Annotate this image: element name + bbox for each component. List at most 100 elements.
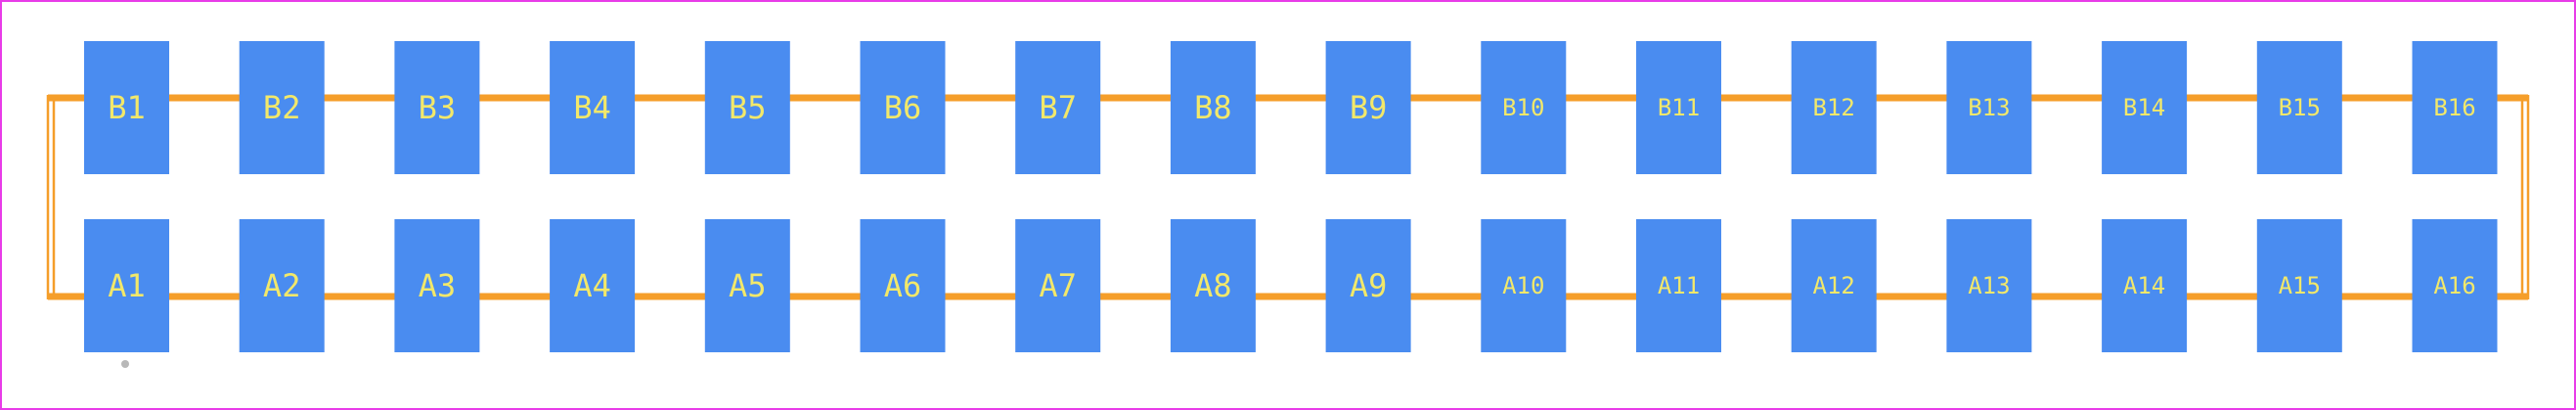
pad-b1: B1	[84, 41, 169, 174]
pad-shape	[394, 41, 480, 174]
pad-a4: A4	[550, 219, 636, 352]
pad-label: B16	[2433, 94, 2475, 121]
pad-label: B7	[1039, 89, 1077, 126]
pad-b15: B15	[2256, 41, 2342, 174]
pad-shape	[1481, 41, 1567, 174]
pad-shape	[1791, 219, 1877, 352]
pad-shape	[860, 41, 946, 174]
pad-a1: A1	[84, 219, 169, 352]
pad-shape	[550, 219, 636, 352]
pad-b3: B3	[394, 41, 480, 174]
pad-label: A5	[729, 267, 767, 304]
pad-a10: A10	[1481, 219, 1567, 352]
pad-b2: B2	[239, 41, 325, 174]
pad-label: A2	[263, 267, 301, 304]
pad-label: B1	[108, 89, 146, 126]
pad-a9: A9	[1325, 219, 1411, 352]
pad-label: A3	[419, 267, 457, 304]
pad-b14: B14	[2102, 41, 2188, 174]
pad-label: B14	[2123, 94, 2165, 121]
pad-shape	[1170, 219, 1256, 352]
pad-a16: A16	[2412, 219, 2498, 352]
pad-a13: A13	[1946, 219, 2032, 352]
pad-label: A15	[2279, 272, 2321, 299]
pad-a12: A12	[1791, 219, 1877, 352]
pad-a5: A5	[704, 219, 790, 352]
pad-a11: A11	[1636, 219, 1721, 352]
pad-b9: B9	[1325, 41, 1411, 174]
pad-shape	[704, 219, 790, 352]
pad-b16: B16	[2412, 41, 2498, 174]
pad-label: B6	[884, 89, 922, 126]
pad-shape	[84, 219, 169, 352]
pad-shape	[2412, 41, 2498, 174]
pad-b7: B7	[1015, 41, 1101, 174]
pad-label: A11	[1658, 272, 1700, 299]
pad-label: A9	[1350, 267, 1388, 304]
pad-shape	[2256, 219, 2342, 352]
pad-a6: A6	[860, 219, 946, 352]
pad-label: B10	[1502, 94, 1544, 121]
pad-label: A12	[1813, 272, 1855, 299]
pad-a8: A8	[1170, 219, 1256, 352]
pad-group: B1 B2 B3 B4 B5 B6 B7 B8 B9 B10 B11 B12 B13 B14 B15 B16A…	[84, 41, 2498, 352]
pad-a15: A15	[2256, 219, 2342, 352]
pad-shape	[1015, 41, 1101, 174]
pin1-marker	[121, 360, 129, 368]
pad-b5: B5	[704, 41, 790, 174]
pad-shape	[1325, 41, 1411, 174]
pad-a7: A7	[1015, 219, 1101, 352]
pad-shape	[1636, 219, 1721, 352]
pad-label: B13	[1968, 94, 2010, 121]
pad-shape	[1481, 219, 1567, 352]
pad-shape	[1791, 41, 1877, 174]
pad-shape	[1946, 219, 2032, 352]
pad-a3: A3	[394, 219, 480, 352]
pad-b6: B6	[860, 41, 946, 174]
pad-b4: B4	[550, 41, 636, 174]
pad-shape	[84, 41, 169, 174]
pad-label: B12	[1813, 94, 1855, 121]
pad-shape	[704, 41, 790, 174]
pad-label: B4	[573, 89, 611, 126]
pad-label: A1	[108, 267, 146, 304]
pad-shape	[239, 41, 325, 174]
pad-label: B5	[729, 89, 767, 126]
pad-shape	[2412, 219, 2498, 352]
pad-label: A13	[1968, 272, 2010, 299]
pad-shape	[1636, 41, 1721, 174]
pad-shape	[239, 219, 325, 352]
pad-b8: B8	[1170, 41, 1256, 174]
pad-label: A6	[884, 267, 922, 304]
pad-label: B8	[1194, 89, 1232, 126]
pad-label: A4	[573, 267, 611, 304]
pad-shape	[1325, 219, 1411, 352]
pad-a14: A14	[2102, 219, 2188, 352]
pad-b11: B11	[1636, 41, 1721, 174]
pad-label: B2	[263, 89, 301, 126]
pad-b12: B12	[1791, 41, 1877, 174]
pad-b10: B10	[1481, 41, 1567, 174]
pad-label: B9	[1350, 89, 1388, 126]
pad-b13: B13	[1946, 41, 2032, 174]
pad-label: A7	[1039, 267, 1077, 304]
pad-label: B3	[419, 89, 457, 126]
pad-shape	[1170, 41, 1256, 174]
pad-shape	[1946, 41, 2032, 174]
pad-label: A10	[1502, 272, 1544, 299]
pad-shape	[394, 219, 480, 352]
pad-label: A14	[2123, 272, 2165, 299]
pad-shape	[2256, 41, 2342, 174]
pad-shape	[1015, 219, 1101, 352]
pad-shape	[550, 41, 636, 174]
pad-a2: A2	[239, 219, 325, 352]
pad-shape	[860, 219, 946, 352]
pad-shape	[2102, 41, 2188, 174]
pad-label: B11	[1658, 94, 1700, 121]
pad-shape	[2102, 219, 2188, 352]
pad-label: B15	[2279, 94, 2321, 121]
pad-label: A8	[1194, 267, 1232, 304]
pad-label: A16	[2433, 272, 2475, 299]
